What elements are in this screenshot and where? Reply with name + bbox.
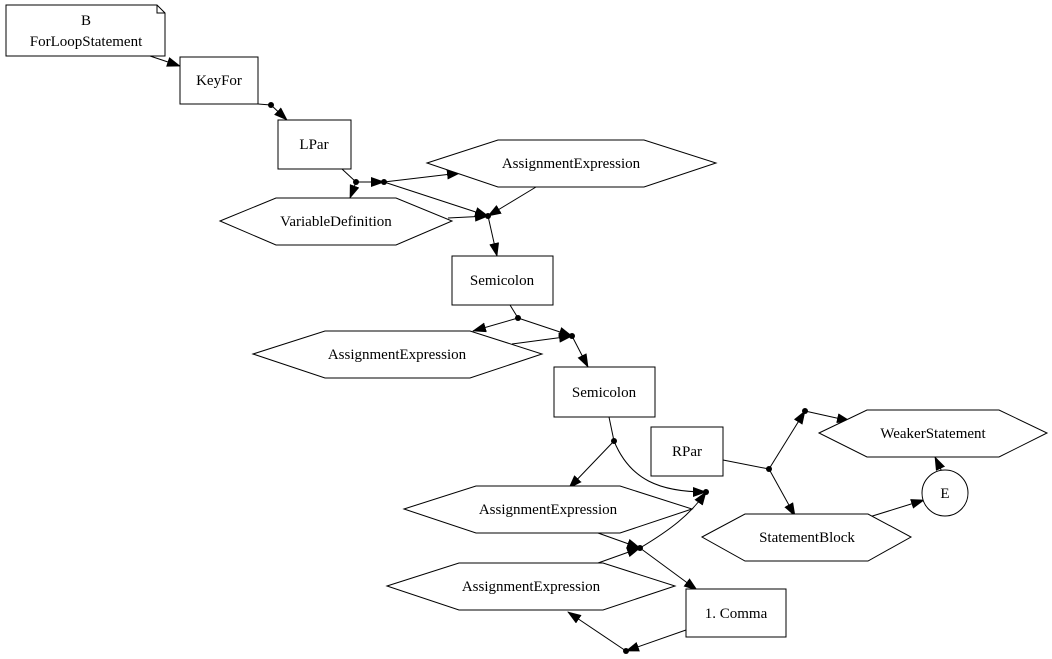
node-assignment-expression-2-label: AssignmentExpression [328, 347, 467, 363]
node-weaker-statement[interactable]: WeakerStatement [817, 409, 1049, 458]
junction-dot [353, 179, 359, 185]
edge-junction12-weaker [804, 410, 851, 424]
junction-dot [623, 648, 629, 654]
edge-junction9-comma [639, 547, 698, 591]
junction-dot [485, 213, 491, 219]
node-semicolon-1-label: Semicolon [470, 273, 535, 289]
junction-dot [515, 315, 521, 321]
node-comma-label: 1. Comma [705, 606, 768, 622]
node-assignment-expression-2[interactable]: AssignmentExpression [251, 330, 544, 379]
edge-assign3-junction9 [597, 532, 641, 549]
edge-assign1-junction4 [487, 186, 537, 217]
node-start[interactable]: B ForLoopStatement [5, 4, 166, 57]
edges [149, 55, 946, 652]
edge-junction5-assign2 [472, 317, 519, 333]
node-variable-definition[interactable]: VariableDefinition [218, 197, 454, 246]
edge-semicolon2-junction7 [608, 416, 615, 442]
node-assignment-expression-3-label: AssignmentExpression [479, 502, 618, 518]
node-start-line1: B [81, 13, 91, 29]
edge-junction7-assign3 [568, 440, 615, 489]
edge-variabledef-junction4 [447, 211, 489, 222]
node-semicolon-2[interactable]: Semicolon [553, 366, 656, 418]
node-assignment-expression-1-label: AssignmentExpression [502, 156, 641, 172]
node-comma[interactable]: 1. Comma [685, 588, 787, 638]
node-variable-definition-label: VariableDefinition [280, 214, 392, 230]
edge-start-keyfor [149, 55, 181, 67]
edge-assign2-junction6 [511, 332, 573, 345]
node-keyfor[interactable]: KeyFor [179, 56, 259, 105]
junction-dot [569, 333, 575, 339]
node-statement-block-label: StatementBlock [759, 530, 855, 546]
edge-junction5-junction6 [517, 317, 573, 337]
junction-dot [766, 466, 772, 472]
edge-lpar-junction2 [341, 168, 357, 183]
node-assignment-expression-1[interactable]: AssignmentExpression [425, 139, 718, 188]
node-assignment-expression-4[interactable]: AssignmentExpression [385, 562, 677, 611]
edge-statementblock-end [865, 499, 925, 519]
edge-assign4-junction9 [597, 547, 641, 564]
edge-junction7-junction8 [613, 440, 707, 497]
junction-dot [611, 438, 617, 444]
node-lpar-label: LPar [299, 137, 328, 153]
node-keyfor-label: KeyFor [196, 73, 242, 89]
node-assignment-expression-3[interactable]: AssignmentExpression [402, 485, 694, 534]
edge-rpar-junction11 [722, 459, 770, 470]
node-end-label: E [940, 486, 949, 502]
edge-junction1-lpar [270, 104, 288, 121]
junction-dot [703, 489, 709, 495]
edge-junction10-assign4 [567, 611, 627, 652]
edge-junction11-statementblock [768, 468, 796, 517]
node-lpar[interactable]: LPar [277, 119, 352, 170]
edge-junction11-junction12 [768, 410, 806, 470]
edge-junction3-assign1 [383, 169, 461, 183]
junction-dot [381, 179, 387, 185]
junction-dot [268, 102, 274, 108]
node-rpar-label: RPar [672, 444, 702, 460]
edge-comma-junction10 [625, 629, 687, 652]
edge-junction9-junction8 [639, 491, 707, 549]
junctions [268, 102, 808, 654]
edge-junction3-junction4 [383, 181, 489, 217]
edge-junction4-semicolon1 [487, 215, 500, 257]
node-end[interactable]: E [921, 469, 969, 517]
node-start-line2: ForLoopStatement [30, 34, 143, 50]
node-rpar[interactable]: RPar [650, 426, 724, 477]
node-assignment-expression-4-label: AssignmentExpression [462, 579, 601, 595]
node-semicolon-1[interactable]: Semicolon [451, 255, 554, 306]
node-weaker-statement-label: WeakerStatement [880, 426, 986, 442]
node-statement-block[interactable]: StatementBlock [700, 513, 913, 562]
junction-dot [802, 408, 808, 414]
node-semicolon-2-label: Semicolon [572, 385, 637, 401]
edge-junction6-semicolon2 [571, 335, 589, 368]
junction-dot [637, 545, 643, 551]
